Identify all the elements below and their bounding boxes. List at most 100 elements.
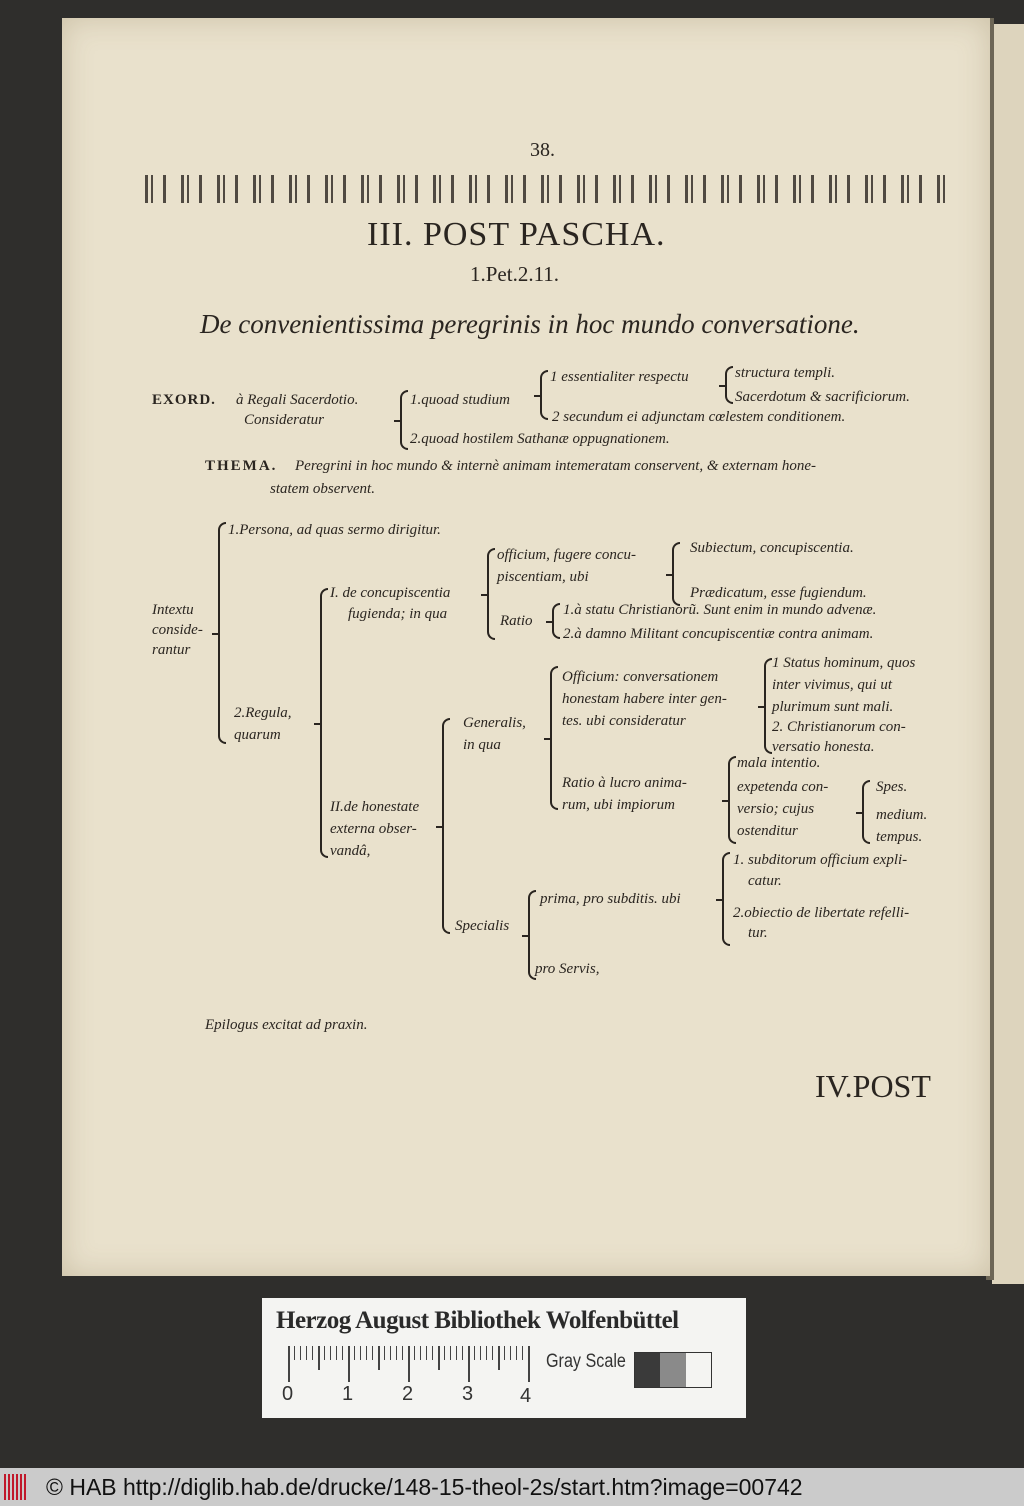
- ruler-tick: [504, 1346, 505, 1360]
- ruler-tick: [300, 1346, 301, 1360]
- brace: [719, 366, 733, 404]
- ruler-tick: [432, 1346, 433, 1360]
- ruler-tick: [414, 1346, 415, 1360]
- diagram-node: tes. ubi consideratur: [562, 713, 686, 729]
- brace: [716, 852, 730, 946]
- footer-bar: © HAB http://diglib.hab.de/drucke/148-15…: [0, 1468, 1024, 1506]
- diagram-node: I. de concupiscentia: [330, 585, 451, 601]
- exordium-item: 2 secundum ei adjunctam cœlestem conditi…: [552, 409, 846, 425]
- exordium-intro: à Regali Sacerdotio.: [236, 392, 359, 408]
- page-number: 38.: [530, 139, 555, 161]
- ruler-tick: [522, 1346, 523, 1360]
- book-gutter: [986, 18, 994, 1280]
- diagram-node: Officium: conversationem: [562, 669, 719, 685]
- ruler-tick: [438, 1346, 440, 1370]
- diagram-node: 1.à statu Christianorũ. Sunt enim in mun…: [563, 602, 877, 618]
- ruler-tick: [528, 1346, 530, 1382]
- diagram-node: piscentiam, ubi: [497, 569, 589, 585]
- brace: [544, 666, 558, 810]
- exordium-item: structura templi.: [735, 365, 835, 381]
- ruler-tick: [390, 1346, 391, 1360]
- diagram-node: Generalis,: [463, 715, 526, 731]
- ruler-tick: [456, 1346, 457, 1360]
- hab-logo-icon: [4, 1474, 26, 1500]
- scale-ruler: [288, 1346, 530, 1386]
- scale-label: 4: [520, 1385, 532, 1407]
- diagram-node: inter vivimus, qui ut: [772, 677, 892, 693]
- ruler-tick: [324, 1346, 325, 1360]
- brace: [212, 522, 226, 744]
- copyright-link[interactable]: © HAB http://diglib.hab.de/drucke/148-15…: [46, 1474, 803, 1500]
- ruler-tick: [360, 1346, 361, 1360]
- diagram-node: rantur: [152, 642, 191, 658]
- swatch-mid: [660, 1353, 686, 1387]
- thema-text: Peregrini in hoc mundo & internè animam …: [295, 458, 817, 474]
- swatch-dark: [635, 1353, 661, 1387]
- ruler-tick: [510, 1346, 511, 1360]
- page-subtitle: De convenientissima peregrinis in hoc mu…: [200, 309, 860, 339]
- exordium-label: EXORD.: [152, 392, 216, 408]
- ruler-tick: [450, 1346, 451, 1360]
- ruler-tick: [402, 1346, 403, 1360]
- ruler-tick: [378, 1346, 380, 1370]
- scale-label: 1: [342, 1383, 354, 1405]
- thema-text: statem observent.: [270, 481, 375, 497]
- ruler-tick: [294, 1346, 295, 1360]
- ruler-tick: [330, 1346, 331, 1360]
- ruler-tick: [342, 1346, 343, 1360]
- ruler-tick: [288, 1346, 290, 1382]
- diagram-node: plurimum sunt mali.: [772, 699, 894, 715]
- diagram-node: officium, fugere concu-: [497, 547, 636, 563]
- brace: [314, 588, 328, 858]
- swatch-light: [685, 1353, 711, 1387]
- ruler-tick: [426, 1346, 427, 1360]
- ruler-tick: [396, 1346, 397, 1360]
- diagram-node: 1. subditorum officium expli-: [733, 852, 908, 868]
- thema-label: THEMA.: [205, 458, 278, 474]
- diagram-node: Ratio à lucro anima-: [562, 775, 687, 791]
- brace: [758, 658, 772, 754]
- diagram-node: 2.obiectio de libertate refelli-: [733, 905, 910, 921]
- book-page: [62, 18, 990, 1276]
- library-color-card: Herzog August Bibliothek Wolfenbüttel 0 …: [262, 1298, 746, 1418]
- diagram-node: II.de honestate: [330, 799, 420, 815]
- diagram-node: tur.: [748, 925, 768, 941]
- exordium-item: 1 essentialiter respectu: [550, 369, 689, 385]
- diagram-node: Subiectum, concupiscentia.: [690, 540, 854, 556]
- diagram-node: rum, ubi impiorum: [562, 797, 675, 813]
- ruler-tick: [348, 1346, 350, 1382]
- ruler-tick: [462, 1346, 463, 1360]
- diagram-node: honestam habere inter gen-: [562, 691, 727, 707]
- diagram-node: Ratio: [500, 613, 533, 629]
- diagram-node: Prædicatum, esse fugiendum.: [690, 585, 867, 601]
- brace: [546, 603, 560, 639]
- diagram-node: 1.Persona, ad quas sermo dirigitur.: [228, 522, 441, 538]
- scale-label: 3: [462, 1383, 474, 1405]
- diagram-node: prima, pro subditis. ubi: [540, 891, 681, 907]
- next-page-edge: [992, 24, 1024, 1284]
- brace: [534, 370, 548, 420]
- diagram-node: mala intentio.: [737, 755, 821, 771]
- diagram-node: quarum: [234, 727, 281, 743]
- diagram-node: Intextu: [152, 602, 194, 618]
- ruler-tick: [486, 1346, 487, 1360]
- catchword: IV.POST: [815, 1068, 931, 1104]
- gray-scale-swatches: [634, 1352, 712, 1388]
- brace: [856, 780, 870, 844]
- ruler-tick: [318, 1346, 320, 1370]
- diagram-node: Spes.: [876, 779, 908, 795]
- page-title: III. POST PASCHA.: [367, 216, 666, 253]
- diagram-node: Specialis: [455, 918, 510, 934]
- ruler-tick: [312, 1346, 313, 1360]
- ruler-tick: [336, 1346, 337, 1360]
- brace: [481, 548, 495, 640]
- ruler-tick: [474, 1346, 475, 1360]
- ornament-band: [145, 172, 945, 206]
- ruler-tick: [366, 1346, 367, 1360]
- brace: [666, 542, 680, 606]
- ruler-tick: [354, 1346, 355, 1360]
- exordium-item: 1.quoad studium: [410, 392, 511, 408]
- epilogue-text: Epilogus excitat ad praxin.: [205, 1017, 368, 1033]
- diagram-node: medium.: [876, 807, 928, 823]
- ruler-tick: [408, 1346, 410, 1382]
